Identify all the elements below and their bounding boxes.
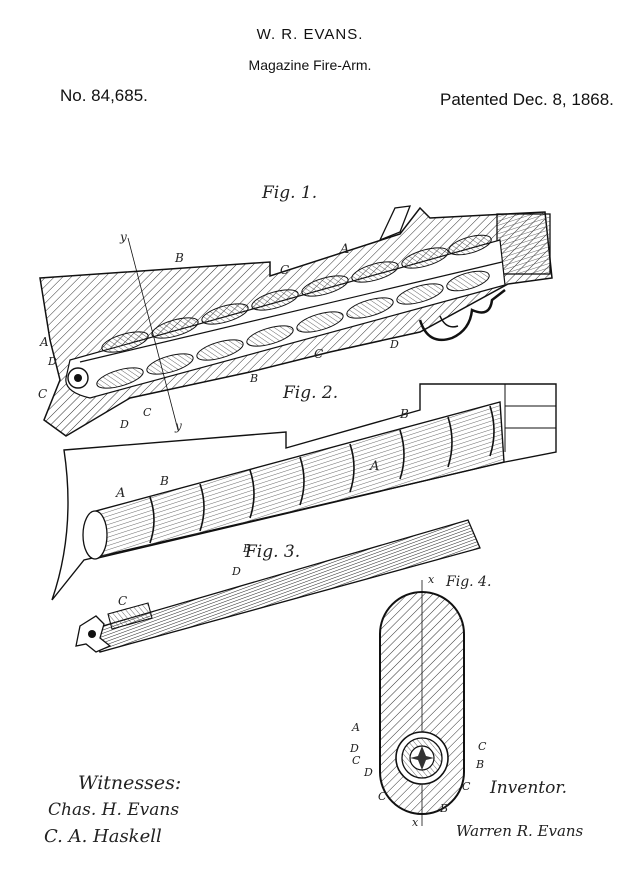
label-c: C	[352, 754, 361, 767]
label-a: A	[115, 486, 125, 501]
label-c: C	[314, 347, 323, 361]
label-a: A	[39, 335, 49, 349]
patent-number: No. 84,685.	[60, 86, 148, 105]
label-b: B	[242, 542, 251, 555]
figure-1: Fig. 1. A C B y A D C C D B C D y	[38, 183, 553, 437]
label-a: A	[351, 721, 360, 734]
label-x: x	[428, 573, 435, 586]
inventor-signature: Warren R. Evans	[456, 822, 584, 840]
fig-4-label: Fig. 4.	[445, 574, 491, 590]
label-c: C	[462, 780, 471, 793]
label-b: B	[475, 758, 484, 771]
label-x: x	[412, 816, 419, 829]
label-c: C	[143, 406, 152, 419]
figure-3: Fig. 3. C D	[75, 519, 481, 653]
label-b: B	[174, 251, 184, 265]
label-y: y	[119, 230, 127, 244]
label-c: C	[478, 740, 487, 753]
fig-1-label: Fig. 1.	[261, 183, 317, 203]
label-d: D	[389, 338, 399, 351]
label-c: C	[280, 263, 289, 277]
label-b: B	[159, 474, 169, 488]
inventor-name: W. R. EVANS.	[256, 26, 364, 43]
label-c: C	[378, 790, 387, 803]
witness-2-signature: C. A. Haskell	[44, 826, 162, 847]
label-c: C	[38, 387, 47, 401]
witness-1-signature: Chas. H. Evans	[48, 800, 180, 820]
label-d: D	[231, 565, 241, 578]
label-d: D	[47, 355, 57, 368]
witnesses-label: Witnesses:	[78, 772, 182, 794]
label-b: B	[249, 372, 258, 385]
inventor-label: Inventor.	[490, 778, 568, 798]
label-y: y	[174, 419, 182, 433]
label-a: A	[339, 242, 349, 257]
label-b: B	[399, 407, 409, 421]
label-d: D	[363, 766, 373, 779]
label-a: A	[369, 459, 379, 474]
label-d: D	[119, 418, 129, 431]
invention-title: Magazine Fire-Arm.	[248, 57, 372, 73]
label-d: D	[349, 742, 359, 755]
figure-4: Fig. 4. x A D C D C C B C B x	[349, 573, 491, 829]
fig-3-label: Fig. 3.	[244, 542, 300, 562]
patent-date: Patented Dec. 8, 1868.	[440, 90, 614, 109]
fig-2-label: Fig. 2.	[282, 383, 338, 403]
figure-2: Fig. 2. B A B A B	[51, 383, 557, 601]
label-b: B	[439, 802, 448, 815]
label-c: C	[118, 594, 127, 608]
